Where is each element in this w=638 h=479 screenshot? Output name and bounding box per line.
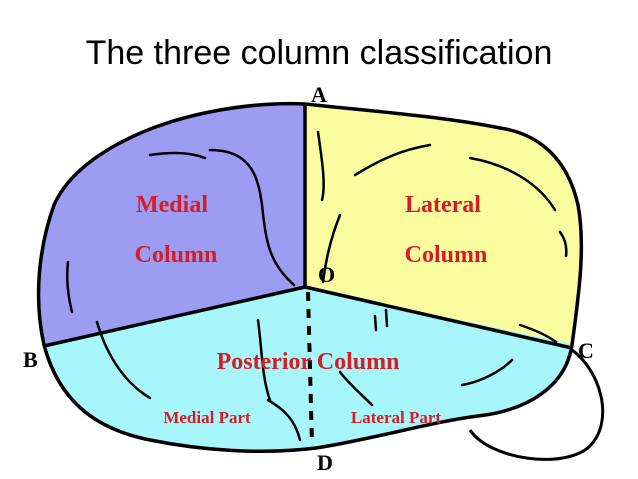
posterior-lateral-part-label: Lateral Part [351, 408, 441, 427]
slide-title: The three column classification [85, 34, 553, 72]
lateral-column-label-line1: Lateral [405, 192, 481, 218]
fibula-outline [468, 348, 605, 461]
posterior-medial-part-label: Medial Part [163, 408, 251, 427]
point-c-label: C [578, 338, 594, 363]
lateral-column-label-line2: Column [405, 242, 488, 268]
plateau-outline [36, 101, 584, 454]
fracture-lines [65, 130, 568, 442]
medial-column-label-line2: Column [135, 242, 218, 268]
point-a-label: A [311, 82, 327, 107]
division-lines [43, 104, 573, 350]
point-b-label: B [23, 347, 38, 372]
posterior-column-label: Posterior Column [217, 349, 400, 375]
lateral-column-region [305, 103, 582, 350]
medial-column-label-line1: Medial [136, 192, 208, 218]
posterior-divider-dashed [306, 291, 314, 446]
point-o-label: O [318, 262, 335, 287]
point-d-label: D [317, 450, 333, 475]
